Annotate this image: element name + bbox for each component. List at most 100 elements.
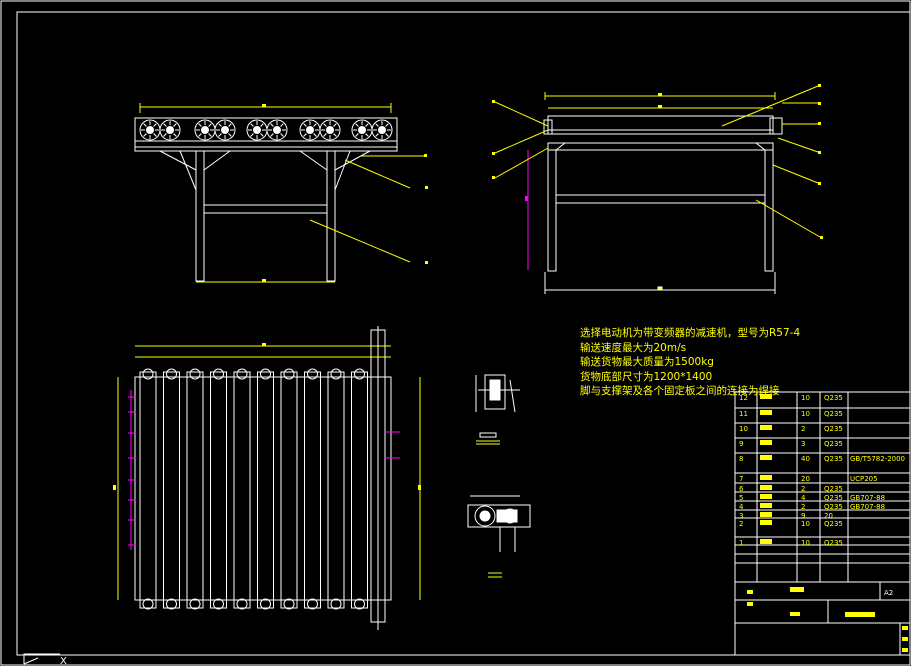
bom-cell-qty: 2 [801,485,805,493]
bom-cell-material: Q235 [824,485,843,493]
top-view [113,326,421,630]
bom-row: 6 2 Q235 [739,485,843,493]
bom-cell-material: Q235 [824,539,843,547]
bom-cell-no: 5 [739,494,743,502]
note-line-4: 货物底部尺寸为1200*1400 [580,370,713,383]
bom-cell-no: 9 [739,440,743,448]
bom-cell-qty: 10 [801,539,810,547]
ucs-axis-icon: X [23,653,67,666]
bom-row: 4 2 Q235 GB707-88 [739,503,885,511]
bom-cell-standard: GB707-88 [850,494,885,502]
bom-row: 1 10 Q235 [739,539,843,547]
bom-row: 11 10 Q235 [739,410,843,418]
front-view [134,103,428,283]
note-line-3: 输送货物最大质量为1500kg [580,356,714,369]
bom-row: 9 3 Q235 [739,440,843,448]
technical-notes: 选择电动机为带变频器的减速机，型号为R57-4 输送速度最大为20m/s 输送货… [580,326,800,399]
roller-slat [351,368,368,610]
bom-cell-name-mark [760,455,772,460]
bom-row: 12 10 Q235 [739,394,843,402]
bom-cell-no: 6 [739,485,744,493]
roller-sprocket [159,119,181,141]
bom-cell-name-mark [760,425,772,430]
bom-cell-qty: 10 [801,410,810,418]
roller-slat [327,368,345,610]
roller-sprocket [194,119,216,141]
bom-cell-name-mark [760,539,772,544]
bom-cell-material: Q235 [824,503,843,511]
bom-cell-name-mark [760,475,772,480]
bom-cell-qty: 2 [801,503,805,511]
bom-cell-qty: 4 [801,494,806,502]
roller-sprocket [319,119,341,141]
bom-cell-standard: GB707-88 [850,503,885,511]
note-line-1: 选择电动机为带变频器的减速机，型号为R57-4 [580,327,801,339]
roller-slat [233,368,251,610]
bom-row: 2 10 Q235 [739,520,843,528]
bom-cell-material: Q235 [824,394,843,402]
bom-cell-no: 7 [739,475,743,483]
detail-view-upper [475,374,520,445]
bom-cell-no: 10 [739,425,748,433]
roller-sprocket [214,119,236,141]
bom-cell-material: Q235 [824,455,843,463]
title-block-marks [747,587,908,652]
bom-cell-material: Q235 [824,410,843,418]
bom-cell-name-mark [760,503,772,508]
roller-slat [139,368,157,610]
bom-cell-no: 3 [739,512,743,520]
bom-cell-name-mark [760,512,772,517]
roller-slat [163,368,180,610]
bom-cell-no: 2 [739,520,743,528]
bom-cell-standard: UCP205 [850,475,878,483]
top-view-magenta-marks [128,390,136,550]
bom-cell-no: 1 [739,539,743,547]
top-view-roller-slats [139,368,368,610]
bom-cell-name-mark [760,494,772,499]
bom-cell-qty: 20 [801,475,810,483]
roller-sprocket [266,119,288,141]
roller-slat [210,368,227,610]
bom-cell-material: Q235 [824,425,843,433]
bom-cell-material: Q235 [824,494,843,502]
bom-cell-qty: 9 [801,512,805,520]
roller-sprocket [246,119,268,141]
bom-cell-no: 11 [739,410,748,418]
bom-cell-no: 8 [739,455,743,463]
bom-cell-name-mark [760,485,772,490]
bom-cell-material: Q235 [824,440,843,448]
bom-cell-qty: 10 [801,394,810,402]
front-view-top-dimension [139,103,392,113]
bom-cell-name-mark [760,520,772,525]
front-view-leaders [309,154,428,264]
bom-cell-name-mark [760,440,772,445]
bom-cell-qty: 3 [801,440,805,448]
bom-cell-qty: 40 [801,455,810,463]
bom-cell-no: 4 [739,503,744,511]
note-line-2: 输送速度最大为20m/s [580,341,687,354]
bom-cell-material: 20 [824,512,833,520]
roller-slat [304,368,321,610]
note-line-5: 脚与支撑架及各个固定板之间的连接为焊接 [580,385,780,398]
svg-text:X: X [60,656,67,666]
bom-cell-name-mark [760,410,772,415]
roller-slat [186,368,204,610]
roller-sprocket [371,119,393,141]
bom-cell-no: 12 [739,394,748,402]
detail-view-lower [467,495,531,578]
side-view [492,84,823,294]
bom-table [734,391,911,656]
bom-cell-name-mark [760,394,772,399]
roller-sprocket [139,119,161,141]
bom-row: 7 20 UCP205 [739,475,878,483]
bom-cell-qty: 2 [801,425,805,433]
front-view-roller-row [134,117,398,142]
sheet-size-label: A2 [884,589,893,597]
bom-cell-material: Q235 [824,520,843,528]
bom-row: 3 9 20 [739,512,833,520]
bom-cell-qty: 10 [801,520,810,528]
roller-slat [257,368,274,610]
